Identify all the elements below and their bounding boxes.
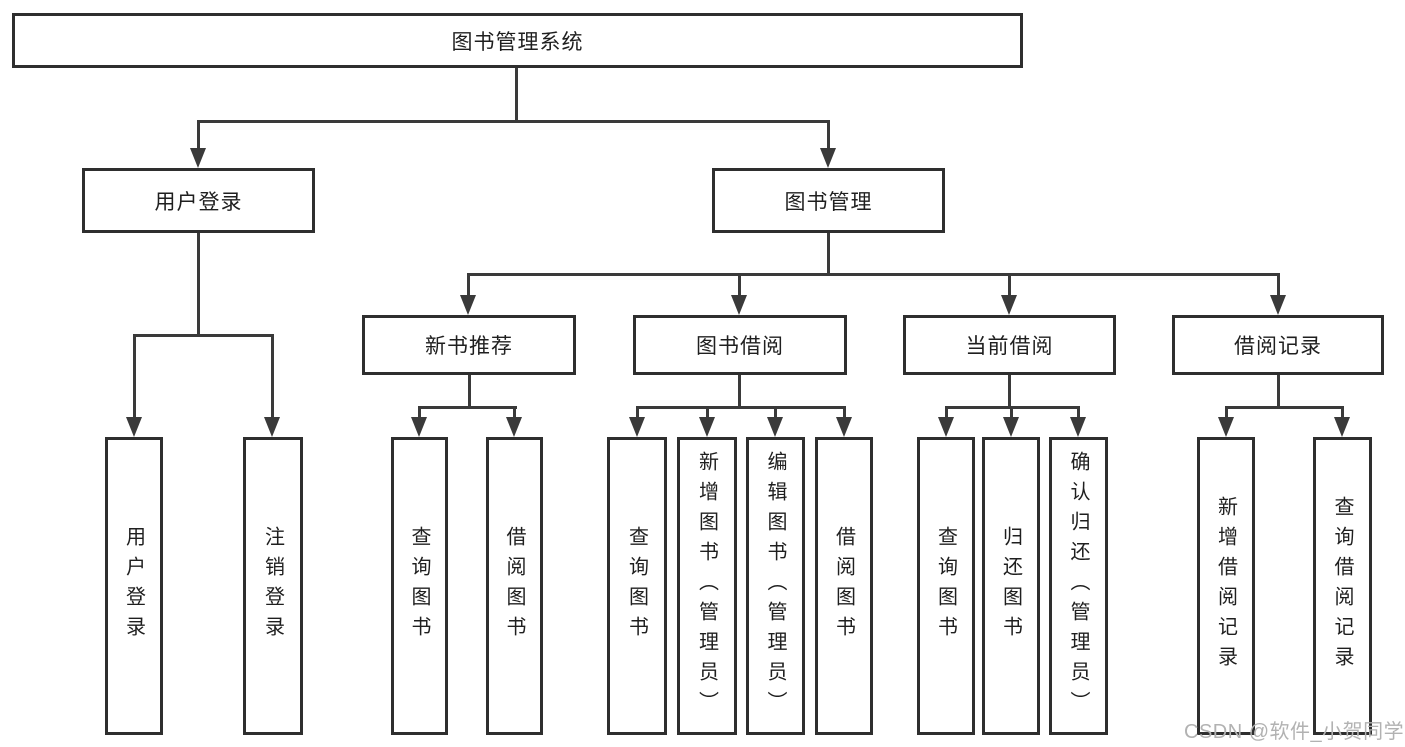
leaf-logout: 注销登录 xyxy=(243,437,303,735)
leaf-query-books-current: 查询图书 xyxy=(917,437,975,735)
arrow-down-icon xyxy=(506,417,522,437)
leaf-label: 确认归还（管理员） xyxy=(1067,451,1089,721)
connector-v-current xyxy=(1008,375,1011,409)
node-book-management: 图书管理 xyxy=(712,168,945,233)
arrow-down-icon xyxy=(1270,295,1286,315)
arrow-shaft xyxy=(418,406,421,419)
arrow-down-icon xyxy=(1334,417,1350,437)
leaf-label: 借阅图书 xyxy=(832,526,855,646)
connector-h-user-login xyxy=(133,334,274,337)
leaf-label: 编辑图书（管理员） xyxy=(764,451,786,721)
connector-h-borrowing xyxy=(636,406,846,409)
node-borrowing-records: 借阅记录 xyxy=(1172,315,1384,375)
leaf-query-books-borrowing: 查询图书 xyxy=(607,437,667,735)
leaf-return-book: 归还图书 xyxy=(982,437,1040,735)
arrow-down-icon xyxy=(731,295,747,315)
leaf-label: 归还图书 xyxy=(999,526,1022,646)
leaf-query-books-recommend: 查询图书 xyxy=(391,437,448,735)
arrow-down-icon xyxy=(1003,417,1019,437)
leaf-label: 用户登录 xyxy=(122,526,145,646)
leaf-add-borrow-record: 新增借阅记录 xyxy=(1197,437,1255,735)
connector-v-borrowing xyxy=(738,375,741,409)
arrow-down-icon xyxy=(938,417,954,437)
connector-v-records xyxy=(1277,375,1280,409)
arrow-shaft xyxy=(271,334,274,419)
arrow-shaft xyxy=(1341,406,1344,419)
leaf-label: 新增借阅记录 xyxy=(1214,496,1237,676)
node-user-login: 用户登录 xyxy=(82,168,315,233)
leaf-borrow-books-recommend: 借阅图书 xyxy=(486,437,543,735)
leaf-edit-book-admin: 编辑图书（管理员） xyxy=(746,437,805,735)
arrow-shaft xyxy=(843,406,846,419)
arrow-down-icon xyxy=(820,148,836,168)
leaf-label: 借阅图书 xyxy=(503,526,525,646)
arrow-down-icon xyxy=(629,417,645,437)
connector-v-book-management xyxy=(827,233,830,276)
leaf-label: 查询图书 xyxy=(408,526,430,646)
connector-h-root xyxy=(197,120,830,123)
arrow-shaft xyxy=(945,406,948,419)
node-library-system: 图书管理系统 xyxy=(12,13,1023,68)
leaf-user-login: 用户登录 xyxy=(105,437,163,735)
connector-v-root xyxy=(515,68,518,123)
arrow-down-icon xyxy=(190,148,206,168)
connector-v-user-login xyxy=(197,233,200,337)
connector-h-book-management xyxy=(467,273,1280,276)
leaf-label: 查询图书 xyxy=(625,526,648,646)
arrow-down-icon xyxy=(836,417,852,437)
arrow-shaft xyxy=(1225,406,1228,419)
leaf-borrow-books-borrowing: 借阅图书 xyxy=(815,437,873,735)
node-book-borrowing: 图书借阅 xyxy=(633,315,847,375)
node-new-book-recommendation: 新书推荐 xyxy=(362,315,576,375)
node-current-borrowing: 当前借阅 xyxy=(903,315,1116,375)
arrow-shaft xyxy=(706,406,709,419)
arrow-shaft xyxy=(513,406,516,419)
arrow-shaft xyxy=(1277,273,1280,297)
arrow-shaft xyxy=(774,406,777,419)
leaf-confirm-return-admin: 确认归还（管理员） xyxy=(1049,437,1108,735)
csdn-watermark: CSDN @软件_小贺同学 xyxy=(1184,721,1405,743)
arrow-shaft xyxy=(827,120,830,150)
arrow-down-icon xyxy=(1218,417,1234,437)
leaf-label: 查询图书 xyxy=(934,526,957,646)
arrow-shaft xyxy=(197,120,200,150)
arrow-down-icon xyxy=(1001,295,1017,315)
arrow-down-icon xyxy=(699,417,715,437)
leaf-label: 新增图书（管理员） xyxy=(695,451,718,721)
arrow-down-icon xyxy=(460,295,476,315)
arrow-shaft xyxy=(467,273,470,297)
leaf-label: 查询借阅记录 xyxy=(1331,496,1353,676)
arrow-shaft xyxy=(738,273,741,297)
leaf-label: 注销登录 xyxy=(261,526,284,646)
arrow-down-icon xyxy=(411,417,427,437)
leaf-add-book-admin: 新增图书（管理员） xyxy=(677,437,737,735)
arrow-down-icon xyxy=(264,417,280,437)
arrow-shaft xyxy=(1077,406,1080,419)
connector-v-new-book xyxy=(468,375,471,409)
arrow-down-icon xyxy=(767,417,783,437)
arrow-down-icon xyxy=(1070,417,1086,437)
arrow-shaft xyxy=(133,334,136,419)
arrow-shaft xyxy=(636,406,639,419)
arrow-down-icon xyxy=(126,417,142,437)
leaf-query-borrow-record: 查询借阅记录 xyxy=(1313,437,1372,735)
connector-h-new-book xyxy=(418,406,517,409)
arrow-shaft xyxy=(1010,406,1013,419)
connector-h-records xyxy=(1225,406,1344,409)
arrow-shaft xyxy=(1008,273,1011,297)
